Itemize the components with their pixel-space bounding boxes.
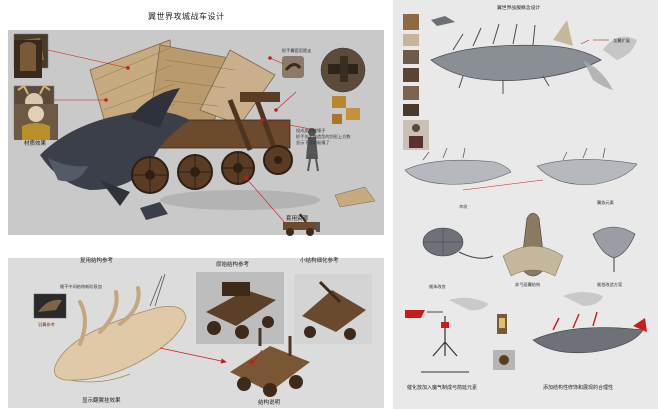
top-view-caption: 弃弓面翼结构 — [515, 282, 541, 287]
dragon-head-cloth — [40, 88, 190, 206]
warship-arrows — [462, 39, 609, 191]
side-view-caption: 舰体改良 — [429, 284, 446, 289]
warship-concept-panel: 翼世界战舰概念设计 — [393, 0, 658, 409]
gray-silhouettes — [449, 292, 603, 311]
sculpted-wing-beast — [53, 273, 187, 383]
reference-arrows — [159, 347, 263, 365]
mid-right-caption: 翼族元素 — [597, 200, 614, 205]
warship-title: 翼世界战舰概念设计 — [497, 6, 541, 11]
warship-side-view — [422, 227, 494, 259]
material-effect-caption: 材质效果 — [24, 141, 47, 147]
detail-thumb-blocks — [332, 96, 360, 124]
structure-explain-caption: 结构说明 — [258, 400, 281, 406]
reference-character-bottom — [14, 104, 58, 140]
detail-thumb-grip — [282, 56, 304, 78]
reuse-thumbnail — [33, 293, 67, 319]
siege-design-title: 翼世界攻城战车设计 — [148, 12, 225, 21]
structure-reference-illustration — [33, 272, 372, 397]
final-right-caption: 添加结构性修饰和展现的合理性 — [543, 385, 614, 391]
lantern-detail — [497, 314, 507, 334]
warship-main-render — [430, 20, 637, 94]
wing-effect-caption: 显示翻翼挂效果 — [82, 398, 121, 404]
handwritten-note-body: 躯干中间结构新阶段加 — [60, 284, 102, 289]
detail-thumb-wing-tip — [334, 186, 376, 208]
callout-dots — [104, 56, 278, 180]
warship-final-render — [532, 311, 647, 354]
mid-left-caption: 木纹 — [459, 204, 468, 209]
usage-resource-caption: 套用资源 — [286, 216, 309, 222]
siege-vehicle-panel: 翼世界攻城战车设计 — [0, 0, 390, 250]
warship-top-view — [502, 212, 564, 277]
top-right-caption: 龙翼扩展 — [613, 38, 630, 43]
siege-wheels — [131, 145, 293, 194]
original-catapult-render — [196, 272, 284, 344]
warship-front-view — [592, 226, 636, 272]
soldier-figure — [306, 128, 319, 172]
structure-reference-panel: 复用结构参考 原始结构参考 小结构细化参考 显示翻翼挂效果 结构说明 躯干中间结… — [0, 252, 390, 409]
reference-warrior — [403, 120, 429, 150]
detail-catapult-render — [294, 274, 372, 344]
mechanism-detail — [493, 350, 515, 370]
detail-thumb-hammer — [320, 47, 366, 93]
handwritten-note-wing: 羽翼参考 — [38, 322, 55, 327]
note-hammer: 投成皮控的锤子 — [296, 128, 326, 133]
front-view-caption: 舰首改造方案 — [597, 282, 623, 287]
reference-ship-top-small — [431, 16, 455, 26]
lighthouse-mast — [421, 316, 469, 373]
warship-concept-right — [536, 147, 638, 185]
note-sculpt: 抓手仿生物造型的剑形上方数 — [296, 134, 351, 139]
detail-structure-caption: 小结构细化参考 — [300, 258, 339, 264]
final-left-caption: 催化放加入魔气制成弓箭延元素 — [407, 385, 478, 391]
red-flag-device — [405, 310, 443, 318]
reference-armor — [14, 40, 42, 78]
detail-thumb-small-cart — [283, 213, 320, 236]
siege-shadow — [160, 190, 320, 210]
warship-concept-left — [404, 147, 512, 185]
detail-thumb-base — [140, 202, 168, 220]
siege-vehicle-illustration — [13, 33, 376, 236]
original-structure-caption: 原始结构参考 — [216, 262, 250, 268]
reuse-structure-caption: 复用结构参考 — [80, 258, 114, 264]
note-grip: 抓手翼套用肥走 — [282, 48, 312, 53]
reference-swatches — [403, 14, 419, 116]
note-plank: 显示下面木板镶了 — [296, 140, 330, 145]
callout-lines — [47, 49, 317, 225]
warship-illustration — [403, 14, 647, 373]
structure-explanation-render — [230, 328, 310, 397]
